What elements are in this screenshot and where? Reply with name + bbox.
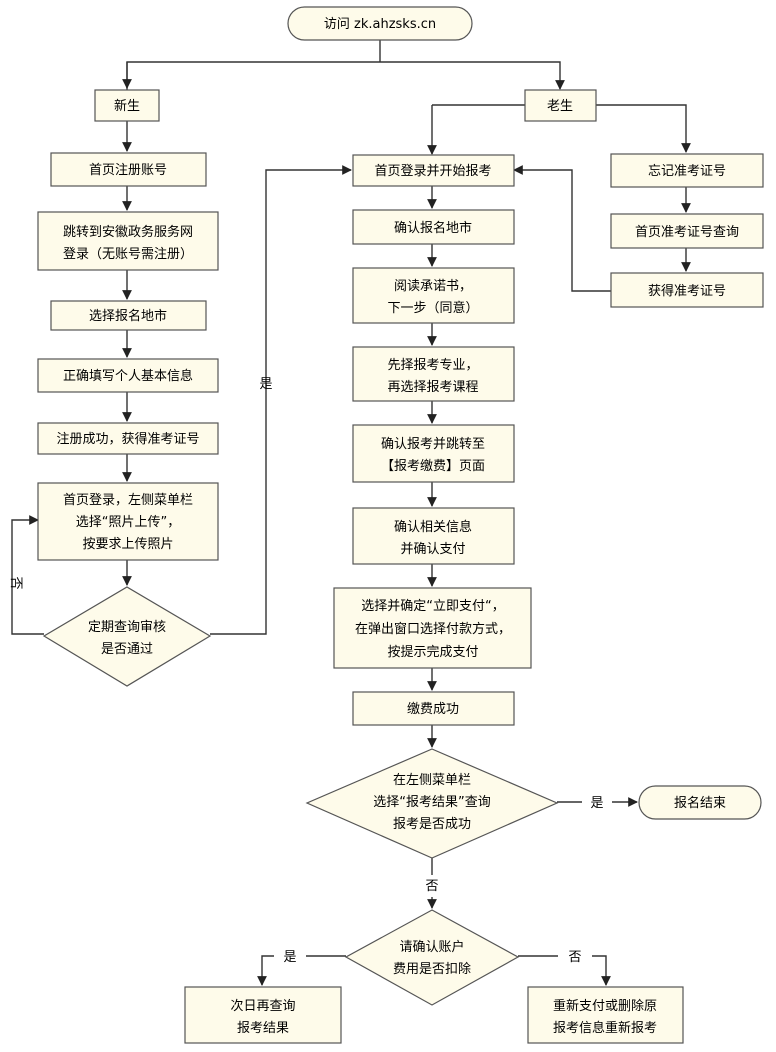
pay-text-2: 在弹出窗口选择付款方式， (355, 621, 511, 637)
read-pledge-text-2: 下一步（同意） (387, 300, 478, 316)
upload-photo-text-1: 首页登录，左侧菜单栏 (63, 493, 193, 508)
fee-decision-text-1: 请确认账户 (399, 939, 464, 955)
confirm-apply-text-2: 【报考缴费】页面 (381, 459, 485, 474)
end-text: 报名结束 (674, 795, 726, 811)
register-account-node: 首页注册账号 (50, 152, 207, 187)
query-ticket-text: 首页准考证号查询 (635, 225, 739, 240)
read-pledge-node: 阅读承诺书， 下一步（同意） (352, 267, 515, 324)
confirm-city-node: 确认报名地市 (352, 209, 515, 245)
pay-node: 选择并确定“立即支付“， 在弹出窗口选择付款方式， 按提示完成支付 (333, 587, 532, 669)
login-apply-text: 首页登录并开始报考 (374, 164, 491, 179)
label-yes-result: 是 (590, 796, 603, 811)
confirm-city-text: 确认报名地市 (394, 220, 472, 236)
fill-info-node: 正确填写个人基本信息 (37, 358, 219, 393)
register-account-text: 首页注册账号 (89, 163, 167, 178)
login-apply-node: 首页登录并开始报考 (352, 154, 515, 187)
choose-major-text-2: 再选择报考课程 (387, 380, 478, 395)
check-result-text-2: 选择“报考结果”查询 (373, 795, 490, 810)
review-decision-text-2: 是否通过 (101, 642, 153, 657)
check-result-decision-node: 在左侧菜单栏 选择“报考结果”查询 报考是否成功 (305, 748, 559, 859)
label-yes-review: 是 (259, 377, 272, 392)
choose-major-node: 先择报考专业， 再选择报考课程 (352, 346, 515, 402)
label-no-review: 否 (8, 576, 23, 589)
select-city-node: 选择报名地市 (50, 300, 207, 331)
end-node: 报名结束 (638, 785, 762, 820)
confirm-info-text-1: 确认相关信息 (394, 519, 472, 535)
review-decision-text-1: 定期查询审核 (88, 620, 166, 635)
recheck-node: 次日再查询 报考结果 (184, 986, 342, 1044)
label-no-fee: 否 (568, 950, 581, 965)
upload-photo-text-3: 按要求上传照片 (82, 537, 173, 552)
label-no-result: 否 (425, 879, 438, 894)
forgot-ticket-text: 忘记准考证号 (648, 164, 726, 179)
check-result-text-1: 在左侧菜单栏 (393, 773, 471, 788)
old-student-node: 老生 (524, 89, 597, 122)
review-decision-node: 定期查询审核 是否通过 (42, 586, 212, 687)
fee-decision-node: 请确认账户 费用是否扣除 (344, 909, 520, 1006)
select-city-text: 选择报名地市 (89, 308, 167, 324)
upload-photo-node: 首页登录，左侧菜单栏 选择“照片上传”， 按要求上传照片 (37, 482, 219, 561)
recheck-text-1: 次日再查询 (230, 998, 295, 1014)
check-result-text-3: 报考是否成功 (393, 817, 471, 832)
pay-text-1: 选择并确定“立即支付“， (361, 599, 504, 614)
confirm-info-text-2: 并确认支付 (400, 542, 465, 557)
old-student-text: 老生 (547, 99, 573, 114)
read-pledge-text-1: 阅读承诺书， (394, 279, 472, 294)
repay-text-1: 重新支付或删除原 (553, 998, 657, 1014)
choose-major-text-1: 先择报考专业， (387, 358, 478, 373)
new-student-node: 新生 (94, 89, 160, 122)
fill-info-text: 正确填写个人基本信息 (63, 368, 193, 384)
get-ticket-text: 获得准考证号 (648, 283, 726, 299)
confirm-apply-node: 确认报考并跳转至 【报考缴费】页面 (352, 424, 515, 483)
pay-success-text: 缴费成功 (407, 702, 459, 717)
query-ticket-node: 首页准考证号查询 (610, 213, 764, 249)
confirm-apply-text-1: 确认报考并跳转至 (381, 437, 485, 452)
recheck-text-2: 报考结果 (237, 1021, 289, 1036)
gov-login-text-1: 跳转到安徽政务服务网 (63, 224, 193, 240)
gov-login-node: 跳转到安徽政务服务网 登录（无账号需注册） (37, 211, 219, 271)
connectors (11, 40, 691, 986)
pay-success-node: 缴费成功 (352, 691, 515, 726)
gov-login-text-2: 登录（无账号需注册） (63, 247, 193, 262)
label-yes-fee: 是 (283, 950, 296, 965)
pay-text-3: 按提示完成支付 (387, 644, 478, 660)
start-text: 访问 zk.ahzsks.cn (324, 17, 436, 32)
confirm-info-node: 确认相关信息 并确认支付 (352, 507, 515, 565)
repay-node: 重新支付或删除原 报考信息重新报考 (527, 986, 684, 1044)
forgot-ticket-node: 忘记准考证号 (610, 153, 764, 188)
start-node: 访问 zk.ahzsks.cn (287, 6, 473, 41)
upload-photo-text-2: 选择“照片上传”， (76, 515, 180, 530)
new-student-text: 新生 (114, 98, 140, 114)
get-ticket-node: 获得准考证号 (610, 272, 764, 308)
fee-decision-text-2: 费用是否扣除 (393, 962, 471, 977)
repay-text-2: 报考信息重新报考 (553, 1020, 657, 1036)
register-success-text: 注册成功，获得准考证号 (56, 431, 199, 447)
register-success-node: 注册成功，获得准考证号 (37, 422, 219, 455)
